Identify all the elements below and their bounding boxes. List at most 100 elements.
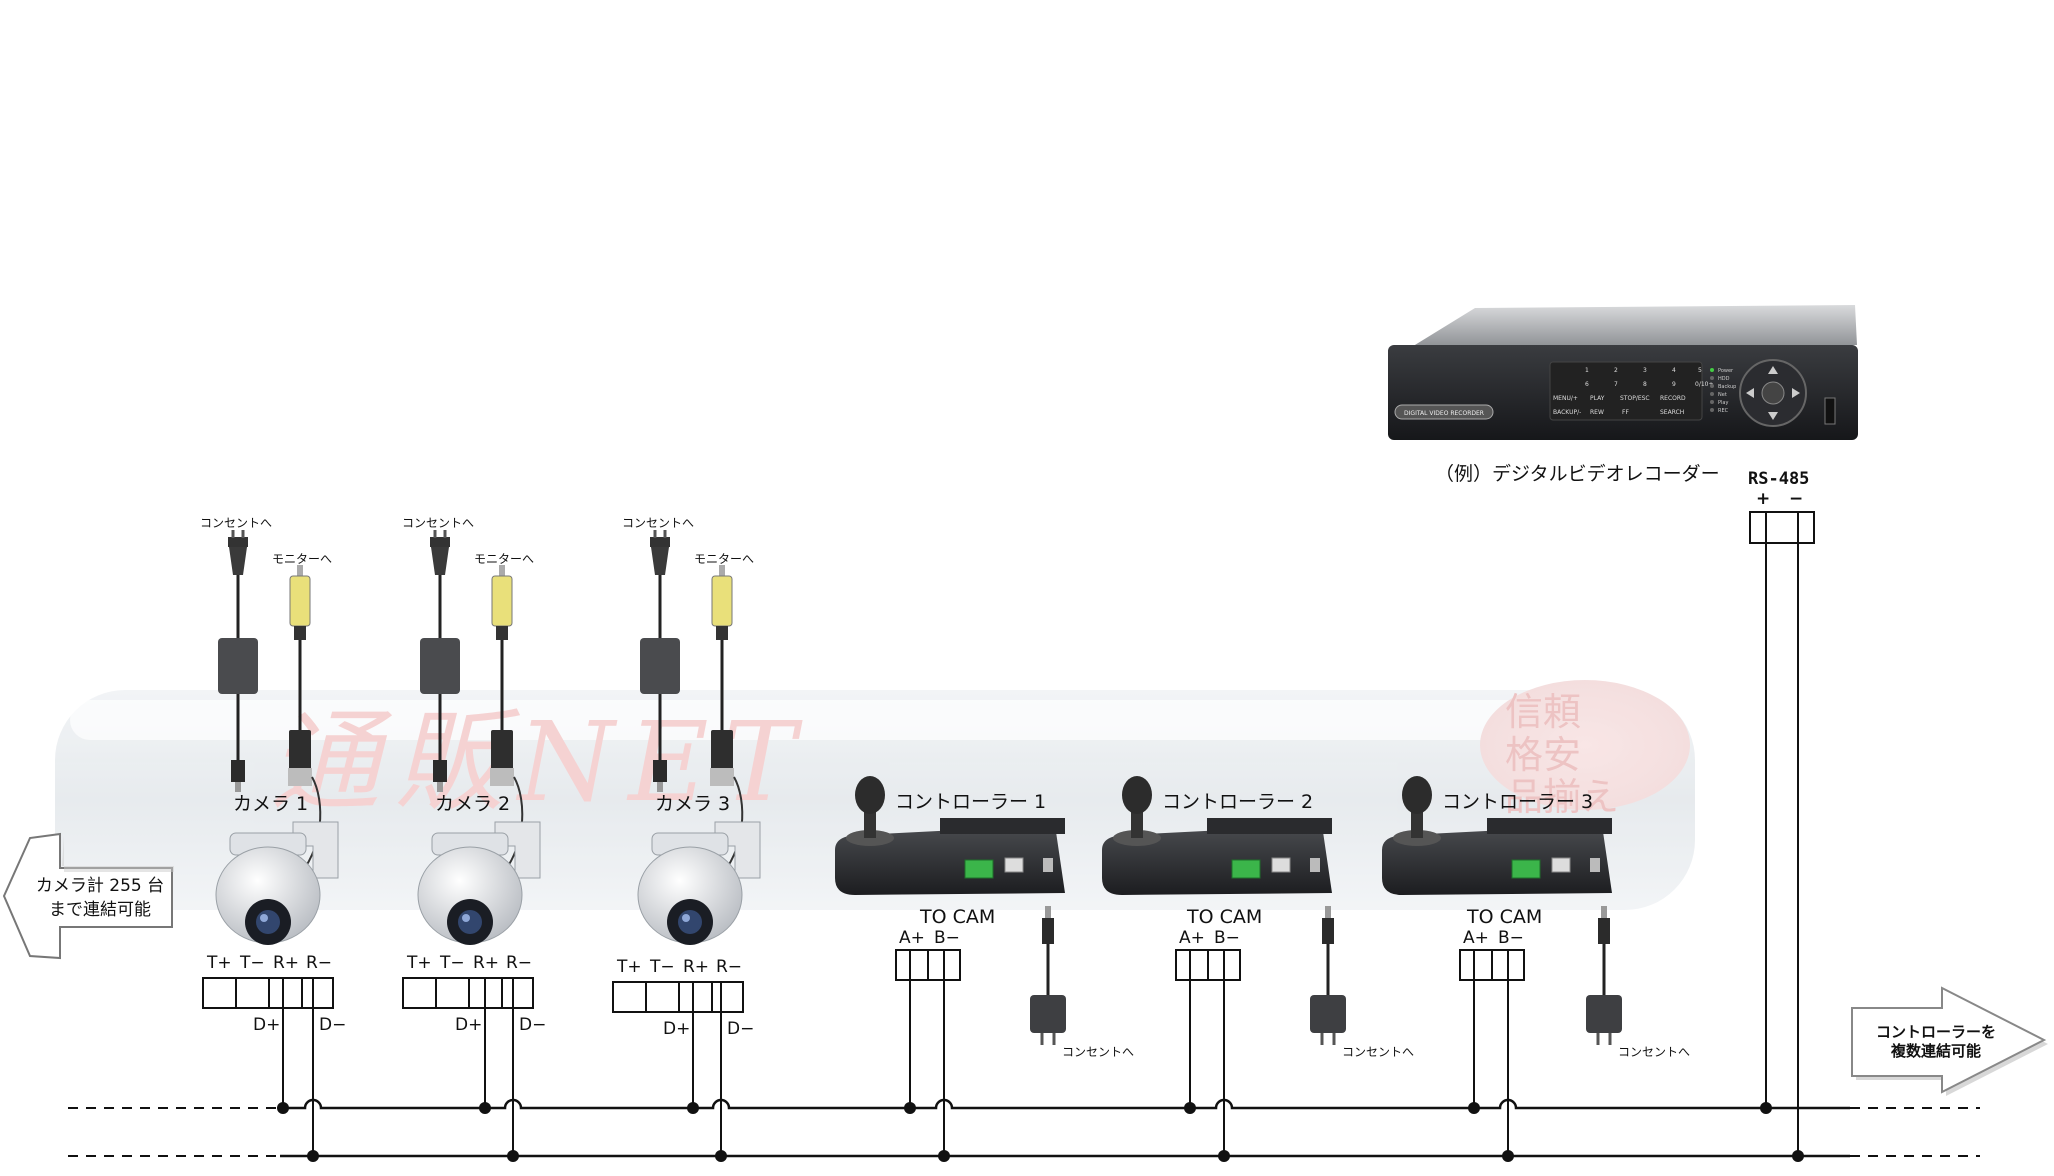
controller-1-keyboard bbox=[835, 776, 1065, 895]
watermark-badge-line-2: 格安 bbox=[1505, 733, 1581, 777]
bus-junction-plus-3 bbox=[687, 1102, 699, 1114]
right-arrow-line-1: コントローラーを bbox=[1876, 1023, 1996, 1041]
controller-2-keyboard bbox=[1102, 776, 1332, 895]
watermark-badge bbox=[1480, 680, 1690, 810]
dvr-btn-search: SEARCH bbox=[1660, 409, 1684, 416]
dvr-btn-menu: MENU/+ bbox=[1553, 395, 1578, 402]
controller-3-power-adapter bbox=[1586, 906, 1622, 1045]
controller-1-power-adapter bbox=[1030, 906, 1066, 1045]
dvr-key-9: 9 bbox=[1672, 381, 1676, 388]
camera-1-outlet-label: コンセントへ bbox=[200, 516, 272, 530]
controller-1-a-plus-label: A+ bbox=[899, 928, 925, 948]
controller-3-outlet-label: コンセントへ bbox=[1618, 1045, 1690, 1059]
camera-1-terminal-label-2: T− bbox=[239, 953, 265, 973]
camera-3-terminal-label-1: T+ bbox=[616, 957, 642, 977]
camera-1-terminal-label-1: T+ bbox=[206, 953, 232, 973]
dvr-led-rec: REC bbox=[1718, 408, 1729, 414]
controller-2-power-adapter bbox=[1310, 906, 1346, 1045]
bus-junction-minus-5 bbox=[1218, 1150, 1230, 1162]
controller-2-name: コントローラー 2 bbox=[1162, 791, 1313, 813]
dvr-device: DIGITAL VIDEO RECORDER 1 2 3 4 5 6 7 8 9… bbox=[1388, 305, 1858, 440]
camera-3-terminal-label-3: R+ bbox=[683, 957, 709, 977]
camera-1-power-adapter bbox=[218, 530, 258, 792]
left-arrow-line-2: まで連結可能 bbox=[49, 900, 151, 920]
controller-3-keyboard bbox=[1382, 776, 1612, 895]
controller-1-port-label: TO CAM bbox=[919, 906, 995, 928]
rs485-bus bbox=[68, 543, 1980, 1162]
dvr-key-0: 0/10+ bbox=[1695, 381, 1714, 388]
camera-3-monitor-label: モニターへ bbox=[694, 552, 754, 566]
camera-3-d-minus-label: D− bbox=[727, 1019, 754, 1039]
dvr-led-power: Power bbox=[1718, 368, 1734, 374]
bus-junction-minus-1 bbox=[307, 1150, 319, 1162]
dvr-btn-backup: BACKUP/- bbox=[1553, 409, 1581, 416]
right-arrow-line-2: 複数連結可能 bbox=[1890, 1042, 1981, 1060]
dvr-key-2: 2 bbox=[1614, 367, 1618, 374]
camera-3-power-adapter bbox=[640, 530, 680, 792]
controller-3-port-label: TO CAM bbox=[1466, 906, 1542, 928]
dvr-key-4: 4 bbox=[1672, 367, 1676, 374]
dvr-led-backup: Backup bbox=[1718, 384, 1736, 390]
camera-2-name: カメラ 2 bbox=[435, 793, 510, 815]
controller-2-port-label: TO CAM bbox=[1186, 906, 1262, 928]
camera-3-outlet-label: コンセントへ bbox=[622, 516, 694, 530]
watermark-badge-line-3: 品揃え bbox=[1505, 775, 1619, 819]
dvr-led-play: Play bbox=[1718, 400, 1728, 406]
dvr-usb-port bbox=[1824, 397, 1836, 425]
camera-2-terminal-label-2: T− bbox=[439, 953, 465, 973]
bus-junction-minus-3 bbox=[715, 1150, 727, 1162]
dvr-status-leds: Power HDD Backup Net Play REC bbox=[1710, 368, 1736, 414]
bus-junction-plus-2 bbox=[479, 1102, 491, 1114]
dvr-key-6: 6 bbox=[1585, 381, 1589, 388]
camera-2-monitor-label: モニターへ bbox=[474, 552, 534, 566]
controller-1-b-minus-label: B− bbox=[934, 928, 960, 948]
camera-3-d-plus-label: D+ bbox=[663, 1019, 690, 1039]
bus-line-upper bbox=[280, 1098, 1850, 1110]
controller-2-terminal-block bbox=[1175, 949, 1241, 981]
controller-3-a-plus-label: A+ bbox=[1463, 928, 1489, 948]
camera-2-outlet-label: コンセントへ bbox=[402, 516, 474, 530]
watermark-brand: 通販NET bbox=[270, 698, 810, 826]
bus-junction-plus-1 bbox=[277, 1102, 289, 1114]
watermark-badge-line-1: 信頼 bbox=[1505, 690, 1581, 734]
camera-3-name: カメラ 3 bbox=[655, 793, 730, 815]
dvr-btn-rew: REW bbox=[1590, 409, 1604, 416]
camera-2-terminal-label-1: T+ bbox=[406, 953, 432, 973]
dvr-btn-play: PLAY bbox=[1590, 395, 1605, 402]
dvr-btn-record: RECORD bbox=[1660, 395, 1686, 402]
controller-1-terminal-block bbox=[895, 949, 961, 981]
rs485-plus-label: + bbox=[1756, 489, 1770, 509]
dvr-panel-label: DIGITAL VIDEO RECORDER bbox=[1404, 410, 1484, 417]
camera-1-name: カメラ 1 bbox=[233, 793, 308, 815]
camera-2-d-plus-label: D+ bbox=[455, 1015, 482, 1035]
rs485-plus-junction bbox=[1760, 1102, 1772, 1114]
dvr-key-5: 5 bbox=[1698, 367, 1702, 374]
camera-3-terminal-label-4: R− bbox=[716, 957, 742, 977]
camera-1-terminal-label-3: R+ bbox=[273, 953, 299, 973]
dvr-btn-stop: STOP/ESC bbox=[1620, 395, 1650, 402]
camera-2-terminal-label-4: R− bbox=[506, 953, 532, 973]
controller-2-outlet-label: コンセントへ bbox=[1342, 1045, 1414, 1059]
camera-3-terminal-block bbox=[612, 981, 744, 1013]
camera-1-ptz-dome bbox=[215, 821, 339, 945]
dvr-nav-ring bbox=[1739, 359, 1807, 427]
left-arrow-line-1: カメラ計 255 台 bbox=[36, 876, 164, 896]
camera-1-d-minus-label: D− bbox=[319, 1015, 346, 1035]
camera-2-power-adapter bbox=[420, 530, 460, 792]
controller-3-name: コントローラー 3 bbox=[1442, 791, 1593, 813]
camera-3-terminal-label-2: T− bbox=[649, 957, 675, 977]
bus-junction-minus-4 bbox=[938, 1150, 950, 1162]
dvr-key-3: 3 bbox=[1643, 367, 1647, 374]
camera-3-video-cable bbox=[710, 565, 744, 881]
left-expansion-arrow: カメラ計 255 台 まで連結可能 bbox=[2, 832, 174, 960]
camera-2-terminal-block bbox=[402, 977, 534, 1009]
rs485-minus-junction bbox=[1792, 1150, 1804, 1162]
rs485-minus-label: − bbox=[1789, 489, 1803, 509]
camera-3-ptz-dome bbox=[637, 821, 761, 945]
